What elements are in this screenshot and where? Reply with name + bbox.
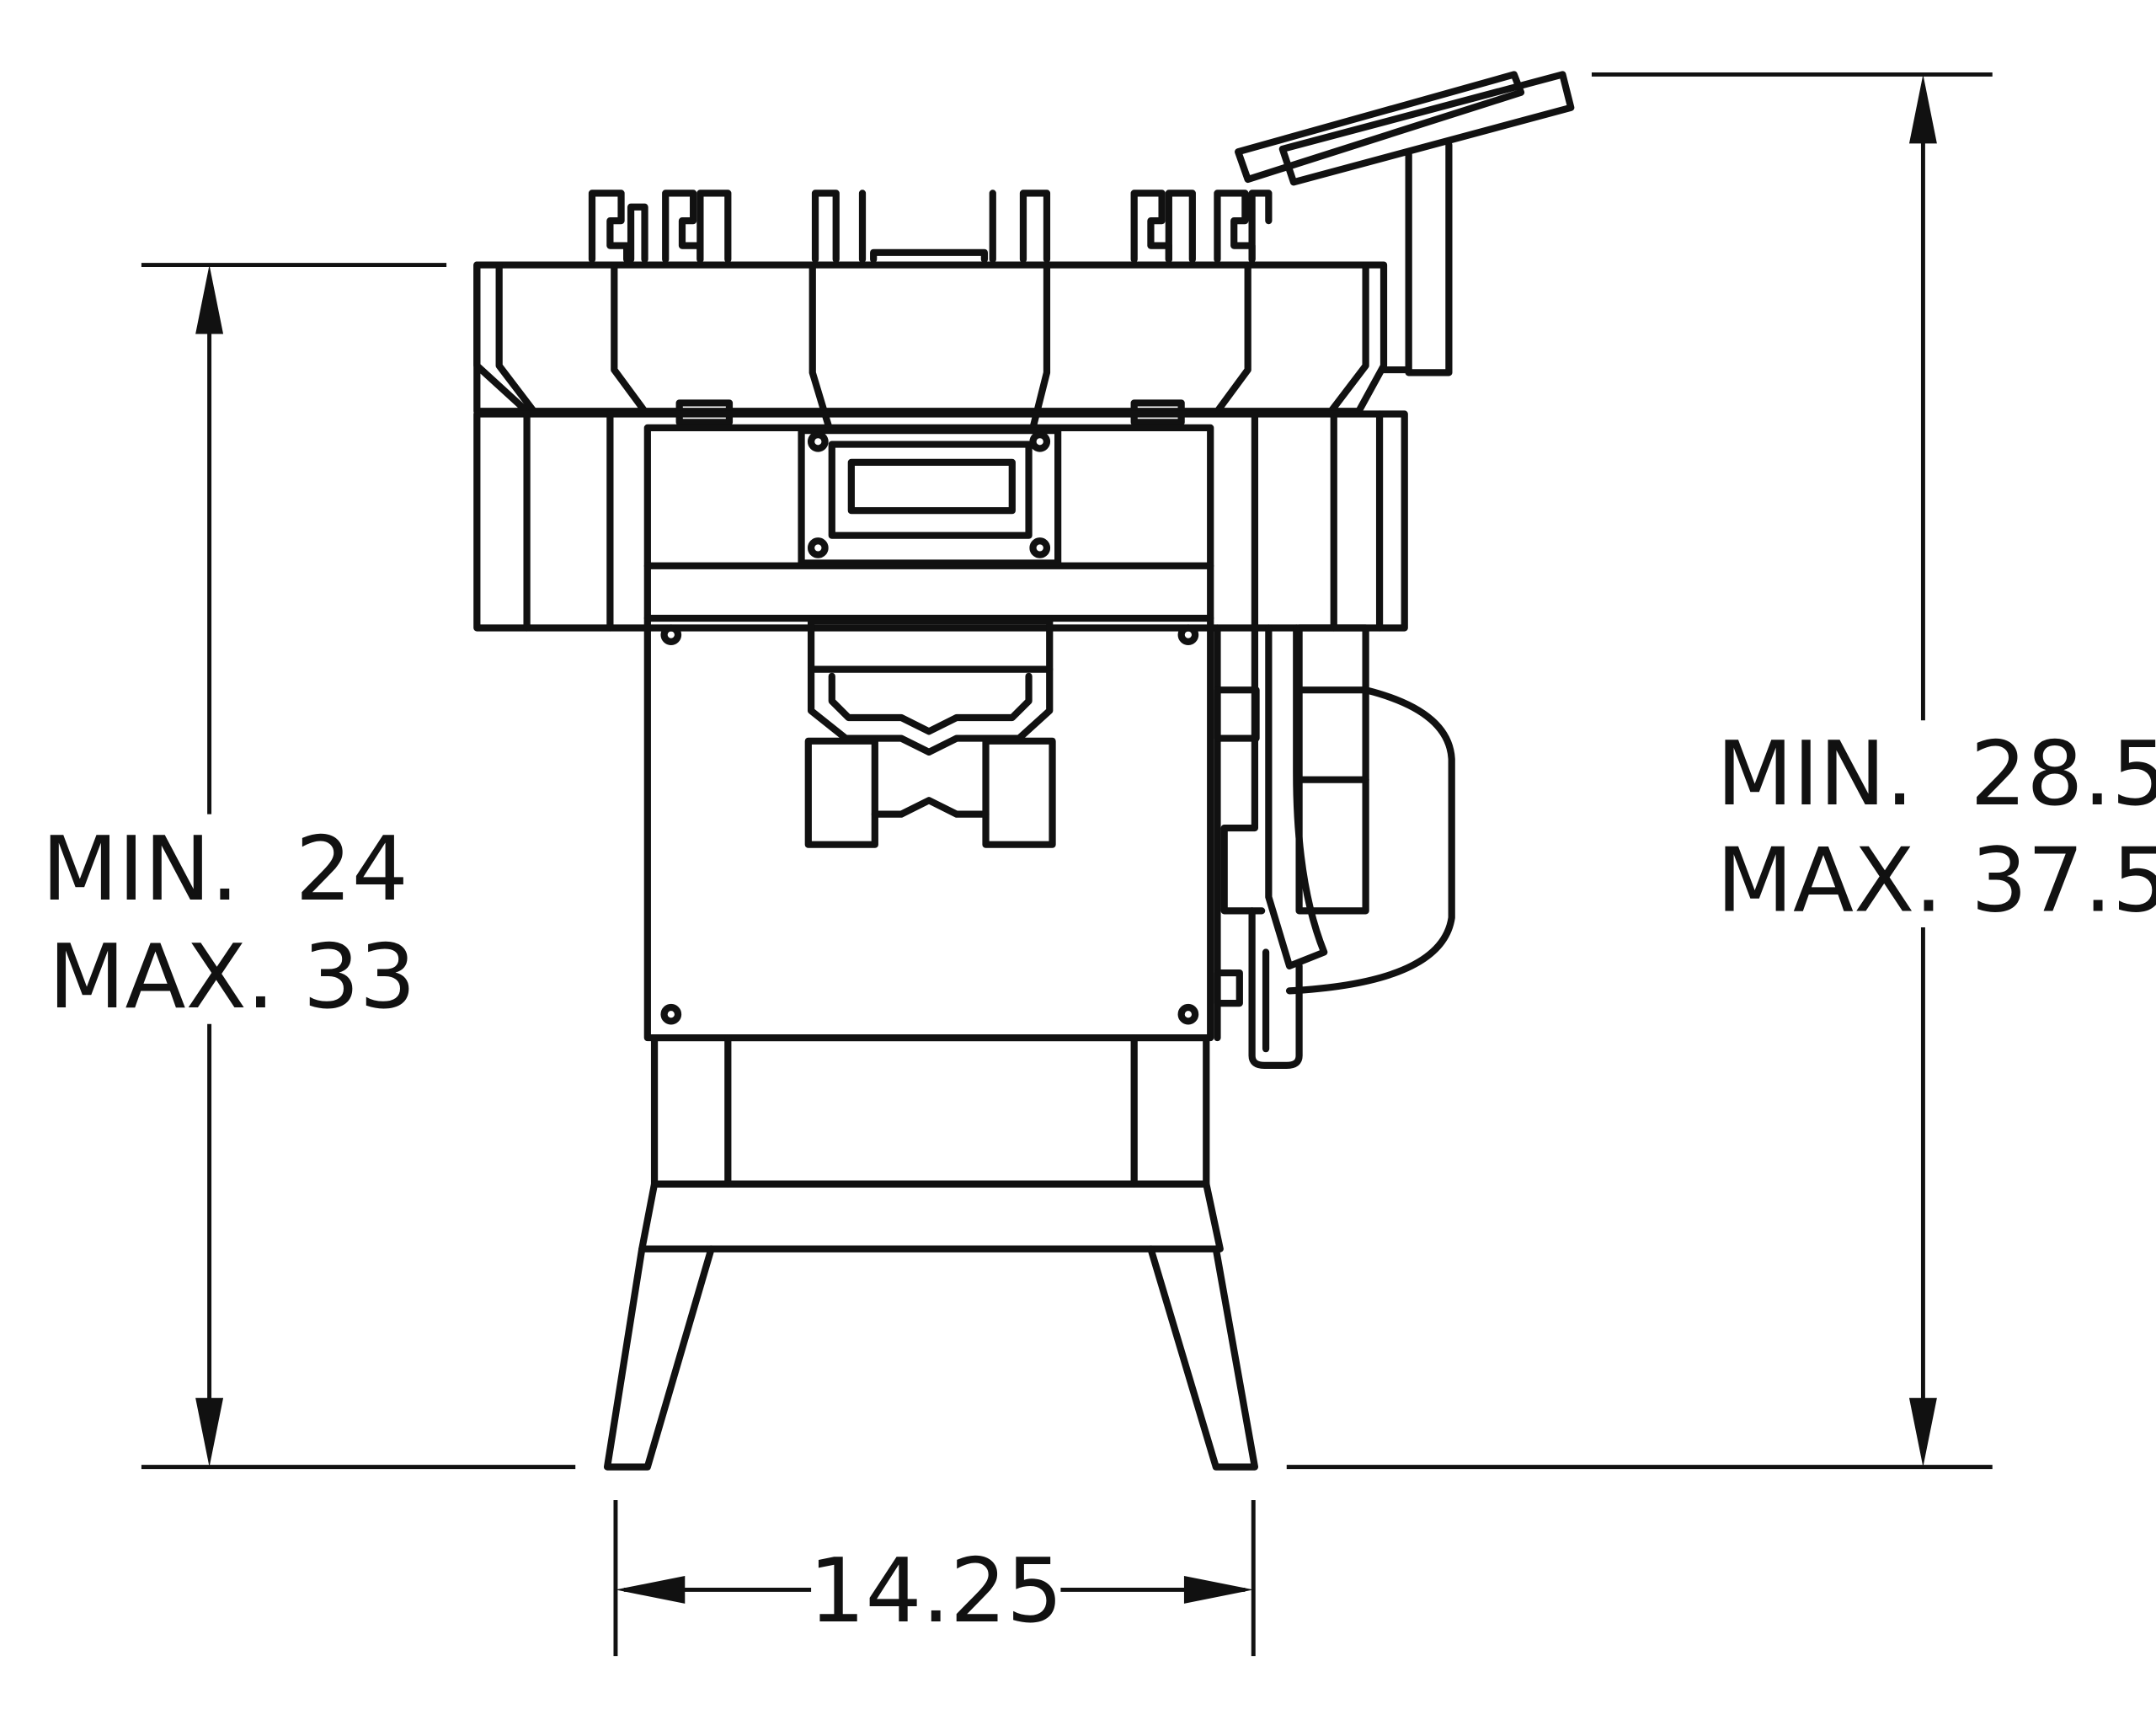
arrow-down-icon	[195, 1397, 224, 1467]
screw-icon	[1177, 1003, 1199, 1025]
clamp	[1214, 190, 1256, 264]
clamp	[1130, 190, 1172, 264]
side-band	[473, 410, 1408, 632]
clamp	[627, 203, 648, 264]
bracket-body	[807, 665, 1054, 756]
side-bracket	[1220, 624, 1266, 915]
width-label: 14.25	[808, 1539, 1063, 1642]
bracket-inner	[828, 672, 1033, 735]
hopper-section	[1214, 261, 1251, 415]
clamp	[1248, 190, 1273, 264]
hopper-section	[611, 261, 648, 415]
left-height-dimension: MIN. 24 MAX. 33	[41, 263, 576, 1470]
arrow-down-icon	[1908, 1397, 1937, 1467]
right-leg	[1147, 1245, 1259, 1471]
hopper-section	[495, 261, 537, 415]
hopper	[473, 261, 1388, 431]
clamp	[588, 190, 631, 264]
handle-bar	[1235, 71, 1525, 184]
right-min-label: MIN. 28.5	[1716, 722, 2156, 825]
clamp	[662, 190, 704, 264]
screw-icon	[660, 1003, 682, 1025]
nozzle-tip	[1248, 907, 1303, 1069]
left-min-label: MIN. 24	[41, 817, 408, 921]
hopper-section	[1327, 261, 1369, 415]
arrow-up-icon	[195, 264, 224, 334]
width-dimension: 14.25	[613, 1499, 1256, 1657]
nozzle	[1265, 624, 1328, 969]
screw-icon	[1029, 537, 1051, 558]
hopper-outline	[473, 261, 1388, 415]
clamp	[870, 248, 988, 264]
bracket-top	[807, 617, 1054, 673]
stand-rail	[638, 1180, 1224, 1252]
clamp	[696, 190, 732, 264]
left-leg	[603, 1245, 715, 1471]
screw-icon	[1177, 624, 1199, 645]
clamp	[811, 190, 840, 264]
side-hose	[1214, 624, 1455, 1069]
display-bezel	[828, 441, 1033, 539]
hopper-section	[1029, 261, 1051, 431]
screw-icon	[660, 624, 682, 645]
clamp	[1165, 190, 1196, 264]
screw-icon	[807, 537, 829, 558]
display-screen	[847, 458, 1016, 515]
display-frame	[798, 427, 1062, 567]
side-block	[1214, 686, 1260, 742]
side-block	[1214, 969, 1243, 1007]
handle-bar	[1278, 71, 1575, 186]
top-handle	[1235, 71, 1575, 377]
pump-body	[1295, 624, 1369, 915]
bracket-link	[871, 797, 990, 818]
arrow-left-icon	[615, 1576, 686, 1604]
hopper-section	[473, 261, 531, 415]
stand-frame	[650, 1033, 1210, 1188]
bracket-block	[982, 737, 1056, 848]
bracket-block	[804, 737, 878, 848]
arrow-right-icon	[1183, 1576, 1254, 1604]
screw-icon	[1029, 431, 1051, 452]
hose-loop	[1285, 686, 1455, 995]
hopper-section	[808, 261, 833, 431]
arrow-up-icon	[1908, 74, 1937, 144]
band-outline	[473, 410, 1408, 632]
machine	[473, 71, 1575, 1471]
screw-icon	[807, 431, 829, 452]
stand	[603, 1033, 1259, 1471]
handle-post	[1405, 141, 1453, 377]
top-clamps	[588, 190, 1273, 264]
main-cabinet	[643, 424, 1214, 1042]
left-max-label: MAX. 33	[49, 925, 416, 1028]
clamp	[1019, 190, 1051, 264]
right-height-dimension: MIN. 28.5 MAX. 37.5	[1286, 72, 2156, 1470]
right-max-label: MAX. 37.5	[1716, 829, 2156, 932]
